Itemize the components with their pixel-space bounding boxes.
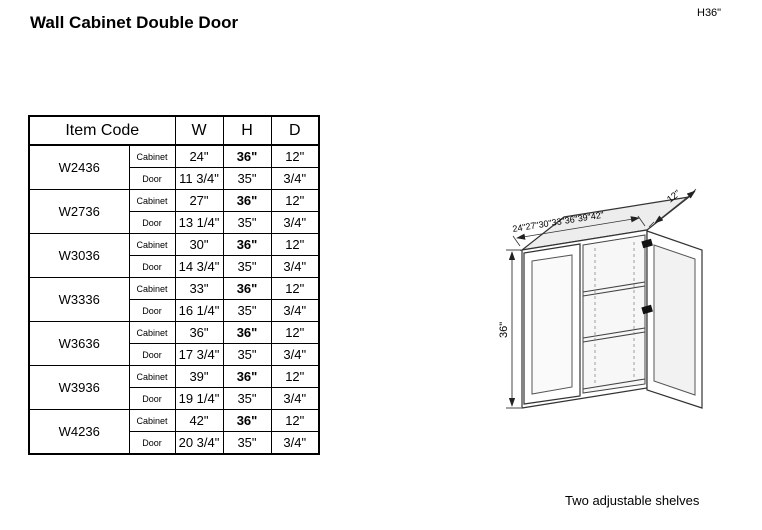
cabinet-h-value: 36" bbox=[222, 365, 272, 388]
cabinet-w-value: 24" bbox=[174, 144, 224, 168]
cabinet-d-value: 12" bbox=[270, 233, 320, 256]
door-d-value: 3/4" bbox=[270, 167, 320, 190]
cabinet-h-value: 36" bbox=[222, 321, 272, 344]
right-door-open bbox=[646, 230, 703, 409]
height-dimension bbox=[506, 249, 521, 409]
cabinet-d-value: 12" bbox=[270, 277, 320, 300]
cabinet-opening bbox=[582, 234, 646, 394]
door-w-value: 17 3/4" bbox=[174, 343, 224, 366]
row-label-door: Door bbox=[128, 343, 176, 366]
cabinet-w-value: 36" bbox=[174, 321, 224, 344]
header-item-code: Item Code bbox=[28, 115, 176, 146]
row-label-cabinet: Cabinet bbox=[128, 189, 176, 212]
table-row: W2736 Cabinet 27" 36" 12" bbox=[28, 189, 320, 234]
cabinet-h-value: 36" bbox=[222, 277, 272, 300]
row-label-cabinet: Cabinet bbox=[128, 321, 176, 344]
door-d-value: 3/4" bbox=[270, 211, 320, 234]
item-code: W2736 bbox=[28, 189, 130, 234]
cabinet-w-value: 30" bbox=[174, 233, 224, 256]
cabinet-d-value: 12" bbox=[270, 365, 320, 388]
door-w-value: 14 3/4" bbox=[174, 255, 224, 278]
corner-label: H36" bbox=[697, 7, 722, 19]
row-label-door: Door bbox=[128, 431, 176, 455]
item-code: W3036 bbox=[28, 233, 130, 278]
row-label-door: Door bbox=[128, 211, 176, 234]
cabinet-d-value: 12" bbox=[270, 189, 320, 212]
height-dimension-label: 36" bbox=[498, 322, 510, 338]
row-label-door: Door bbox=[128, 167, 176, 190]
table-header-row: Item Code W H D bbox=[28, 115, 320, 146]
footer-note: Two adjustable shelves bbox=[565, 493, 700, 508]
item-code: W3636 bbox=[28, 321, 130, 366]
item-code: W2436 bbox=[28, 144, 130, 190]
left-door-panel bbox=[531, 254, 573, 395]
cabinet-w-value: 39" bbox=[174, 365, 224, 388]
item-code: W3936 bbox=[28, 365, 130, 410]
door-h-value: 35" bbox=[222, 255, 272, 278]
right-door-panel bbox=[653, 244, 696, 396]
page-title: Wall Cabinet Double Door bbox=[30, 13, 239, 32]
cabinet-w-value: 42" bbox=[174, 409, 224, 432]
table-row: Door 13 1/4" 35" 3/4" bbox=[29, 211, 320, 234]
table-row: W3636 Cabinet 36" 36" 12" bbox=[28, 321, 320, 366]
row-label-cabinet: Cabinet bbox=[128, 365, 176, 388]
header-d: D bbox=[270, 115, 320, 146]
cabinet-d-value: 12" bbox=[270, 321, 320, 344]
door-d-value: 3/4" bbox=[270, 299, 320, 322]
cabinet-d-value: 12" bbox=[270, 409, 320, 432]
row-label-cabinet: Cabinet bbox=[128, 277, 176, 300]
door-h-value: 35" bbox=[222, 343, 272, 366]
door-h-value: 35" bbox=[222, 387, 272, 410]
door-d-value: 3/4" bbox=[270, 343, 320, 366]
row-label-cabinet: Cabinet bbox=[128, 409, 176, 432]
header-w: W bbox=[174, 115, 224, 146]
cabinet-w-value: 27" bbox=[174, 189, 224, 212]
item-code: W3336 bbox=[28, 277, 130, 322]
cabinet-h-value: 36" bbox=[222, 189, 272, 212]
depth-dimension bbox=[648, 188, 697, 228]
cabinet-h-value: 36" bbox=[222, 144, 272, 168]
cabinet-d-value: 12" bbox=[270, 144, 320, 168]
door-w-value: 13 1/4" bbox=[174, 211, 224, 234]
row-label-cabinet: Cabinet bbox=[128, 233, 176, 256]
door-d-value: 3/4" bbox=[270, 255, 320, 278]
item-code: W4236 bbox=[28, 409, 130, 455]
cabinet-h-value: 36" bbox=[222, 409, 272, 432]
row-label-door: Door bbox=[128, 299, 176, 322]
header-h: H bbox=[222, 115, 272, 146]
cabinet-h-value: 36" bbox=[222, 233, 272, 256]
row-label-cabinet: Cabinet bbox=[128, 144, 176, 168]
shelves bbox=[582, 281, 646, 390]
door-w-value: 11 3/4" bbox=[174, 167, 224, 190]
door-h-value: 35" bbox=[222, 431, 272, 455]
row-label-door: Door bbox=[128, 387, 176, 410]
table-row: W4236 Cabinet 42" 36" 12" bbox=[28, 409, 320, 455]
table-row: W3036 Cabinet 30" 36" 12" bbox=[28, 233, 320, 278]
door-w-value: 16 1/4" bbox=[174, 299, 224, 322]
left-door-closed bbox=[523, 243, 581, 405]
table-row: W3336 Cabinet 33" 36" 12" bbox=[28, 277, 320, 322]
cabinet-w-value: 33" bbox=[174, 277, 224, 300]
door-d-value: 3/4" bbox=[270, 431, 320, 455]
door-w-value: 20 3/4" bbox=[174, 431, 224, 455]
table-row: W2436 Cabinet 24" 36" 12" bbox=[28, 144, 320, 190]
shelf-pin-lines bbox=[594, 242, 635, 384]
row-label-door: Door bbox=[128, 255, 176, 278]
table-row: Door 20 3/4" 35" 3/4" bbox=[29, 431, 320, 455]
door-h-value: 35" bbox=[222, 299, 272, 322]
door-h-value: 35" bbox=[222, 167, 272, 190]
door-w-value: 19 1/4" bbox=[174, 387, 224, 410]
spec-table: Item Code W H D W2436 Cabinet 24" 36" 12… bbox=[28, 115, 320, 455]
cabinet-diagram: 36" 24"27"30"33"36"39"42" 12" bbox=[498, 188, 703, 409]
door-h-value: 35" bbox=[222, 211, 272, 234]
hinge-icons bbox=[641, 238, 653, 315]
table-row: W3936 Cabinet 39" 36" 12" bbox=[28, 365, 320, 410]
width-dimension bbox=[512, 215, 646, 247]
table-row: Door 16 1/4" 35" 3/4" bbox=[29, 299, 320, 322]
door-d-value: 3/4" bbox=[270, 387, 320, 410]
